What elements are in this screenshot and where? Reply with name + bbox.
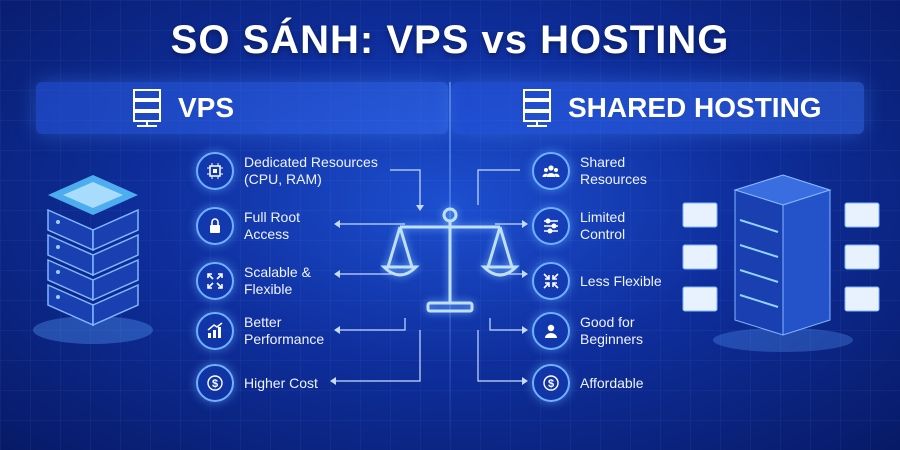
vps-server-illustration bbox=[33, 175, 153, 344]
balance-scale-icon bbox=[380, 207, 520, 313]
vps-item-text: Full Root Access bbox=[244, 209, 301, 242]
hosting-item-text: Shared Resources bbox=[580, 154, 647, 187]
vps-item-dedicated-resources: Dedicated Resources (CPU, RAM) bbox=[196, 152, 394, 190]
vps-item-performance: Better Performance bbox=[196, 312, 344, 350]
svg-text:$: $ bbox=[548, 378, 554, 390]
hosting-item-text: Less Flexible bbox=[580, 272, 662, 289]
shared-hosting-label: SHARED HOSTING bbox=[568, 92, 822, 123]
vps-item-root-access: Full Root Access bbox=[196, 207, 324, 245]
vps-label: VPS bbox=[178, 92, 235, 123]
vps-banner: VPS bbox=[36, 82, 448, 134]
hosting-item-less-flexible: Less Flexible bbox=[532, 262, 680, 300]
page-title: SO SÁNH: VPS vs HOSTING bbox=[170, 18, 730, 62]
dollar-icon: $ bbox=[532, 364, 570, 402]
cpu-icon bbox=[196, 152, 234, 190]
hosting-item-affordable: $ Affordable bbox=[532, 364, 680, 402]
vps-item-text: Higher Cost bbox=[244, 374, 318, 391]
lock-icon bbox=[196, 207, 234, 245]
chart-up-icon bbox=[196, 312, 234, 350]
vps-item-cost: $ Higher Cost bbox=[196, 364, 344, 402]
vps-item-text: Dedicated Resources (CPU, RAM) bbox=[244, 154, 378, 187]
hosting-item-beginners: Good for Beginners bbox=[532, 312, 670, 350]
dollar-icon: $ bbox=[196, 364, 234, 402]
server-icon bbox=[523, 89, 551, 127]
users-icon bbox=[532, 152, 570, 190]
user-icon bbox=[532, 312, 570, 350]
shared-hosting-banner: SHARED HOSTING bbox=[452, 82, 864, 134]
svg-text:$: $ bbox=[212, 378, 218, 390]
sliders-icon bbox=[532, 207, 570, 245]
hosting-item-text: Good for Beginners bbox=[580, 314, 644, 347]
vps-item-text: Scalable & Flexible bbox=[244, 264, 311, 297]
hosting-item-shared-resources: Shared Resources bbox=[532, 152, 670, 190]
hosting-item-limited-control: Limited Control bbox=[532, 207, 670, 245]
server-icon bbox=[133, 89, 161, 127]
hosting-item-text: Affordable bbox=[580, 374, 644, 391]
vps-item-text: Better Performance bbox=[244, 314, 325, 347]
vps-item-scalable: Scalable & Flexible bbox=[196, 262, 324, 300]
expand-icon bbox=[196, 262, 234, 300]
shared-server-illustration bbox=[682, 174, 880, 352]
shrink-icon bbox=[532, 262, 570, 300]
hosting-item-text: Limited Control bbox=[580, 209, 626, 242]
